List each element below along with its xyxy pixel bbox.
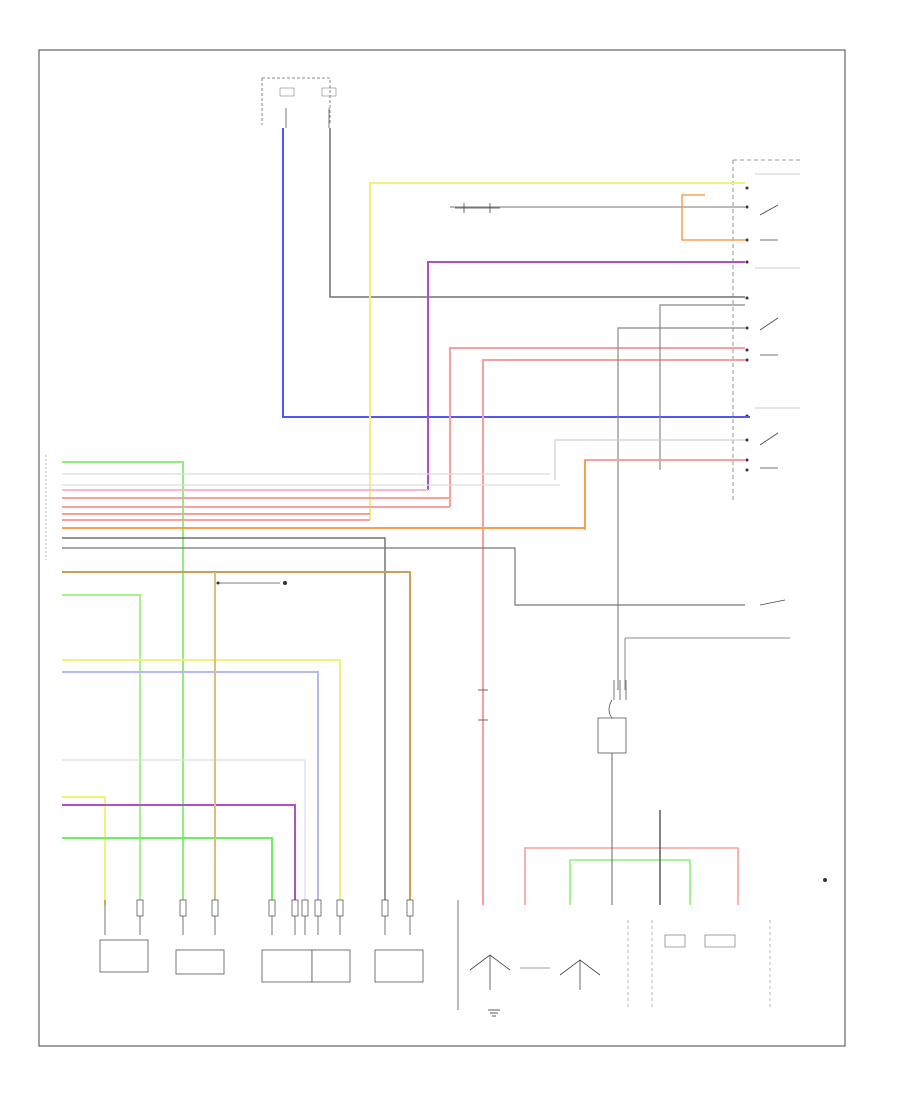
wire-bundle-top bbox=[282, 128, 750, 905]
wire-purple bbox=[427, 261, 745, 490]
wire-blue bbox=[282, 128, 750, 418]
wire-orange-loop bbox=[681, 194, 745, 241]
bottom-connectors bbox=[99, 900, 424, 983]
abs-pump-area bbox=[457, 878, 827, 1017]
top-fuse-block bbox=[261, 77, 337, 128]
top-middle-resistor bbox=[455, 203, 500, 213]
wire-pink-b bbox=[482, 359, 745, 905]
wire-yellow-top bbox=[369, 182, 745, 520]
right-middle-switch bbox=[624, 599, 790, 690]
diagram-frame bbox=[38, 49, 846, 1047]
inline-diode bbox=[478, 689, 488, 721]
plug-marks bbox=[136, 899, 414, 917]
relay-module bbox=[597, 680, 627, 810]
tan-branch-switch bbox=[216, 581, 287, 585]
bottom-right-wires bbox=[524, 810, 739, 905]
wire-gray bbox=[329, 128, 745, 298]
wire-bundle-left bbox=[62, 460, 745, 905]
wire-pink-a bbox=[449, 347, 745, 507]
right-connector-block bbox=[732, 159, 800, 500]
